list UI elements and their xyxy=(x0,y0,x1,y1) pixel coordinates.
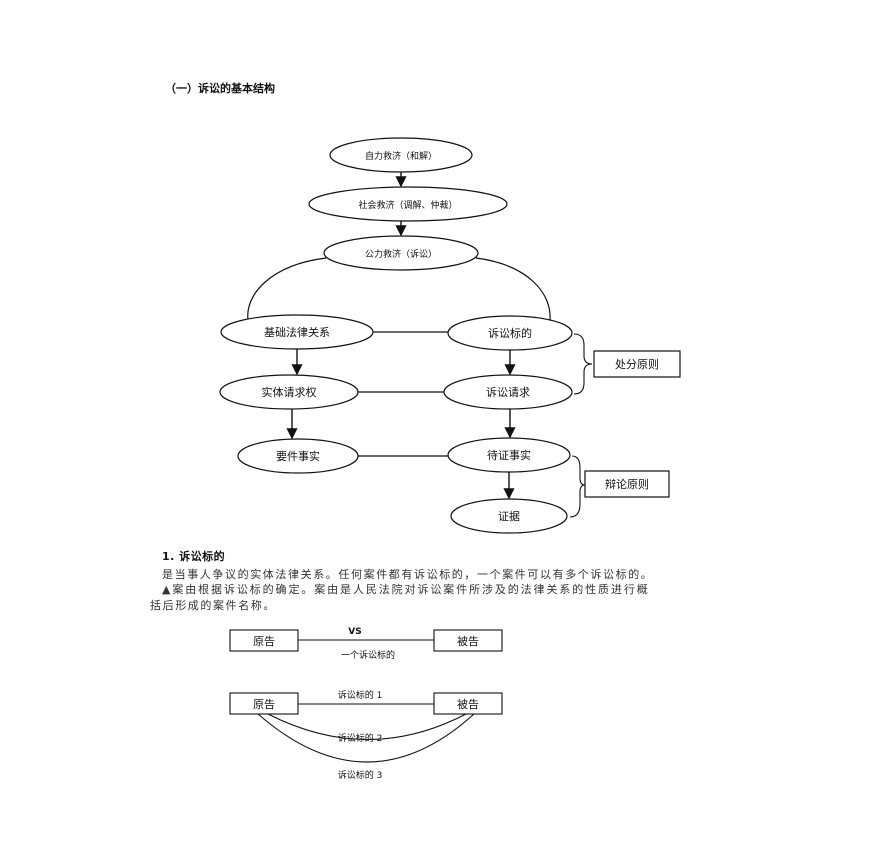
label-evidence: 证据 xyxy=(498,509,520,523)
label-element-facts: 要件事实 xyxy=(276,449,320,463)
box-debate-principle xyxy=(584,470,670,498)
label-social-relief: 社会救济（调解、仲裁） xyxy=(358,199,457,211)
paragraph: ▲案由根据诉讼标的确定。案由是人民法院对诉讼案件所涉及的法律关系的性质进行概 xyxy=(162,583,650,596)
defendant-box xyxy=(433,692,503,715)
subject-curve-3 xyxy=(257,713,475,763)
label-debate-principle: 辩论原则 xyxy=(605,477,649,491)
subject-curve-2 xyxy=(267,713,467,740)
label-subject-matter: 诉讼标的 xyxy=(488,326,532,340)
label-litigation-claim: 诉讼请求 xyxy=(486,386,530,399)
subject-label-3: 诉讼标的 3 xyxy=(338,769,383,781)
subject-label-1: 诉讼标的 1 xyxy=(338,689,383,701)
arc-right xyxy=(475,257,551,321)
arc-left xyxy=(247,257,327,321)
plaintiff-box xyxy=(229,692,299,715)
label-basic-legal-relation: 基础法律关系 xyxy=(264,325,330,339)
label-disposition-principle: 处分原则 xyxy=(615,358,659,371)
brace-debate xyxy=(569,455,586,518)
node-social-relief xyxy=(308,186,508,222)
section-title: （一）诉讼的基本结构 xyxy=(165,81,275,95)
defendant-label: 被告 xyxy=(457,698,479,711)
node-element-facts xyxy=(237,438,359,474)
one-subject-caption: 一个诉讼标的 xyxy=(341,649,395,661)
label-public-relief: 公力救济（诉讼） xyxy=(365,248,437,260)
label-substantive-claim: 实体请求权 xyxy=(262,385,317,399)
node-substantive-claim xyxy=(219,374,359,410)
brace-disposition xyxy=(573,333,593,395)
vs-label: VS xyxy=(348,627,361,637)
paragraph: 括后形成的案件名称。 xyxy=(150,599,276,612)
subsection-heading: 1. 诉讼标的 xyxy=(162,550,226,563)
plaintiff-box xyxy=(229,629,299,652)
plaintiff-label: 原告 xyxy=(253,698,275,711)
defendant-label: 被告 xyxy=(457,635,479,648)
paragraph: 是当事人争议的实体法律关系。任何案件都有诉讼标的，一个案件可以有多个诉讼标的。 xyxy=(162,568,654,581)
box-disposition-principle xyxy=(593,350,681,378)
subject-label-2: 诉讼标的 2 xyxy=(338,732,383,744)
label-self-relief: 自力救济（和解） xyxy=(365,150,437,162)
defendant-box xyxy=(433,629,503,652)
plaintiff-label: 原告 xyxy=(253,635,275,648)
label-facts-to-prove: 待证事实 xyxy=(487,448,531,462)
